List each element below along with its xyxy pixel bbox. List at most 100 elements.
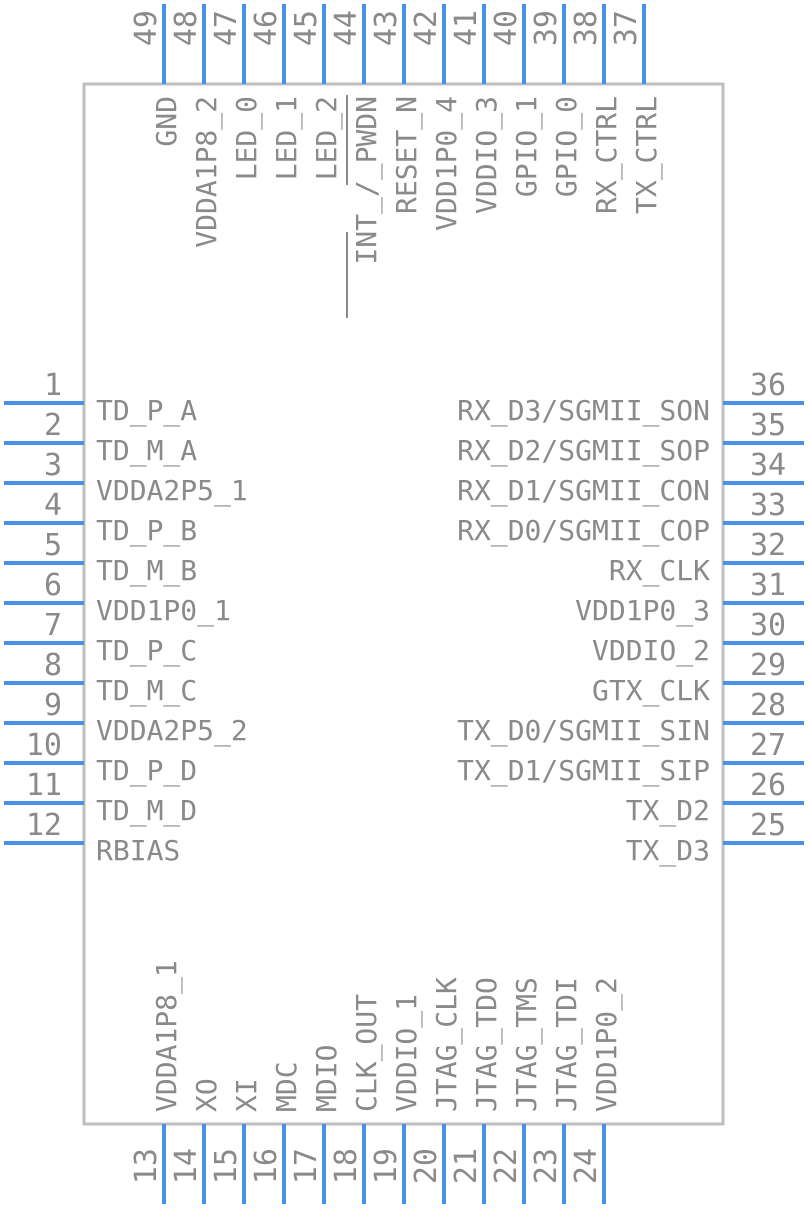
pin-41-label: VDDIO_3 — [470, 96, 504, 214]
pin-12-number: 12 — [26, 808, 62, 843]
pin-8-label: TD_M_C — [96, 674, 197, 708]
pin-2-label: TD_M_A — [96, 434, 197, 468]
pin-10-label: TD_P_D — [96, 754, 197, 788]
pin-6-label: VDD1P0_1 — [96, 594, 231, 628]
pin-20-label: JTAG_CLK — [430, 977, 464, 1112]
ic-body — [82, 82, 725, 1126]
pin-39-label: GPIO_0 — [550, 96, 584, 197]
pin-6-number: 6 — [44, 568, 62, 603]
pins-group: 1TD_P_A2TD_M_A3VDDA2P5_14TD_P_B5TD_M_B6V… — [4, 4, 804, 1204]
pin-10-number: 10 — [26, 728, 62, 763]
pin-28-label: TX_D0/SGMII_SIN — [457, 714, 710, 748]
pin-44-label: INT_/_PWDN — [350, 96, 384, 265]
pin-11-label: TD_M_D — [96, 794, 197, 828]
pin-18-label: CLK_OUT — [350, 994, 384, 1112]
pin-13-number: 13 — [129, 1148, 164, 1184]
pin-18-number: 18 — [329, 1148, 364, 1184]
pin-4-number: 4 — [44, 488, 62, 523]
pin-27-label: TX_D1/SGMII_SIP — [457, 754, 710, 788]
pin-2-number: 2 — [44, 408, 62, 443]
pin-43-number: 43 — [369, 10, 404, 46]
pin-3-number: 3 — [44, 448, 62, 483]
pin-24-number: 24 — [569, 1148, 604, 1184]
pin-41-number: 41 — [449, 10, 484, 46]
pin-21-label: JTAG_TDO — [470, 977, 504, 1112]
pin-15-label: XI — [230, 1078, 263, 1112]
pin-5-number: 5 — [44, 528, 62, 563]
pin-24-label: VDD1P0_2 — [590, 977, 624, 1112]
pin-35-number: 35 — [750, 408, 786, 443]
pin-44-number: 44 — [329, 10, 364, 46]
pin-35-label: RX_D2/SGMII_SOP — [457, 434, 710, 468]
pin-8-number: 8 — [44, 648, 62, 683]
pin-29-label: GTX_CLK — [592, 674, 710, 708]
pin-1-label: TD_P_A — [96, 394, 197, 428]
pin-37-label: TX_CTRL — [630, 96, 664, 214]
pin-25-number: 25 — [750, 808, 786, 843]
pin-4-label: TD_P_B — [96, 514, 197, 548]
pin-14-label: XO — [190, 1078, 223, 1112]
pin-22-number: 22 — [489, 1148, 524, 1184]
pin-28-number: 28 — [750, 688, 786, 723]
pin-37-number: 37 — [609, 10, 644, 46]
pin-34-number: 34 — [750, 448, 786, 483]
pin-17-label: MDIO — [310, 1045, 343, 1112]
pin-48-number: 48 — [169, 10, 204, 46]
pin-48-label: VDDA1P8_2 — [190, 96, 224, 248]
pin-22-label: JTAG_TMS — [510, 977, 544, 1112]
pin-16-label: MDC — [270, 1061, 303, 1112]
pin-12-label: RBIAS — [96, 834, 180, 867]
pin-3-label: VDDA2P5_1 — [96, 474, 248, 508]
pin-15-number: 15 — [209, 1148, 244, 1184]
pin-38-number: 38 — [569, 10, 604, 46]
pin-23-label: JTAG_TDI — [550, 977, 584, 1112]
pin-21-number: 21 — [449, 1148, 484, 1184]
pin-45-label: LED_2 — [310, 96, 344, 180]
pin-30-label: VDDIO_2 — [592, 634, 710, 668]
pin-47-number: 47 — [209, 10, 244, 46]
pin-49-label: GND — [150, 96, 183, 147]
pin-19-number: 19 — [369, 1148, 404, 1184]
pin-42-number: 42 — [409, 10, 444, 46]
pin-36-number: 36 — [750, 368, 786, 403]
pin-31-number: 31 — [750, 568, 786, 603]
pin-42-label: VDD1P0_4 — [430, 96, 464, 231]
pin-46-label: LED_1 — [270, 96, 304, 180]
pin-26-label: TX_D2 — [626, 794, 710, 828]
pin-16-number: 16 — [249, 1148, 284, 1184]
pin-25-label: TX_D3 — [626, 834, 710, 868]
pin-1-number: 1 — [44, 368, 62, 403]
pin-33-label: RX_D0/SGMII_COP — [457, 514, 710, 548]
pin-29-number: 29 — [750, 648, 786, 683]
pin-23-number: 23 — [529, 1148, 564, 1184]
pin-11-number: 11 — [26, 768, 62, 803]
pin-40-number: 40 — [489, 10, 524, 46]
pin-31-label: VDD1P0_3 — [575, 594, 710, 628]
pin-30-number: 30 — [750, 608, 786, 643]
pin-39-number: 39 — [529, 10, 564, 46]
pin-27-number: 27 — [750, 728, 786, 763]
pin-5-label: TD_M_B — [96, 554, 197, 588]
pin-19-label: VDDIO_1 — [390, 994, 424, 1112]
pin-14-number: 14 — [169, 1148, 204, 1184]
pin-17-number: 17 — [289, 1148, 324, 1184]
pin-34-label: RX_D1/SGMII_CON — [457, 474, 710, 508]
pin-38-label: RX_CTRL — [590, 96, 624, 214]
pin-9-label: VDDA2P5_2 — [96, 714, 248, 748]
pin-49-number: 49 — [129, 10, 164, 46]
pin-33-number: 33 — [750, 488, 786, 523]
pin-26-number: 26 — [750, 768, 786, 803]
pin-40-label: GPIO_1 — [510, 96, 544, 197]
pin-7-number: 7 — [44, 608, 62, 643]
pin-32-label: RX_CLK — [609, 554, 710, 588]
pin-32-number: 32 — [750, 528, 786, 563]
pin-7-label: TD_P_C — [96, 634, 197, 668]
pin-20-number: 20 — [409, 1148, 444, 1184]
pin-43-label: RESET_N — [390, 96, 424, 214]
pin-13-label: VDDA1P8_1 — [150, 960, 184, 1112]
pin-47-label: LED_0 — [230, 96, 264, 180]
pin-46-number: 46 — [249, 10, 284, 46]
pin-45-number: 45 — [289, 10, 324, 46]
pin-9-number: 9 — [44, 688, 62, 723]
